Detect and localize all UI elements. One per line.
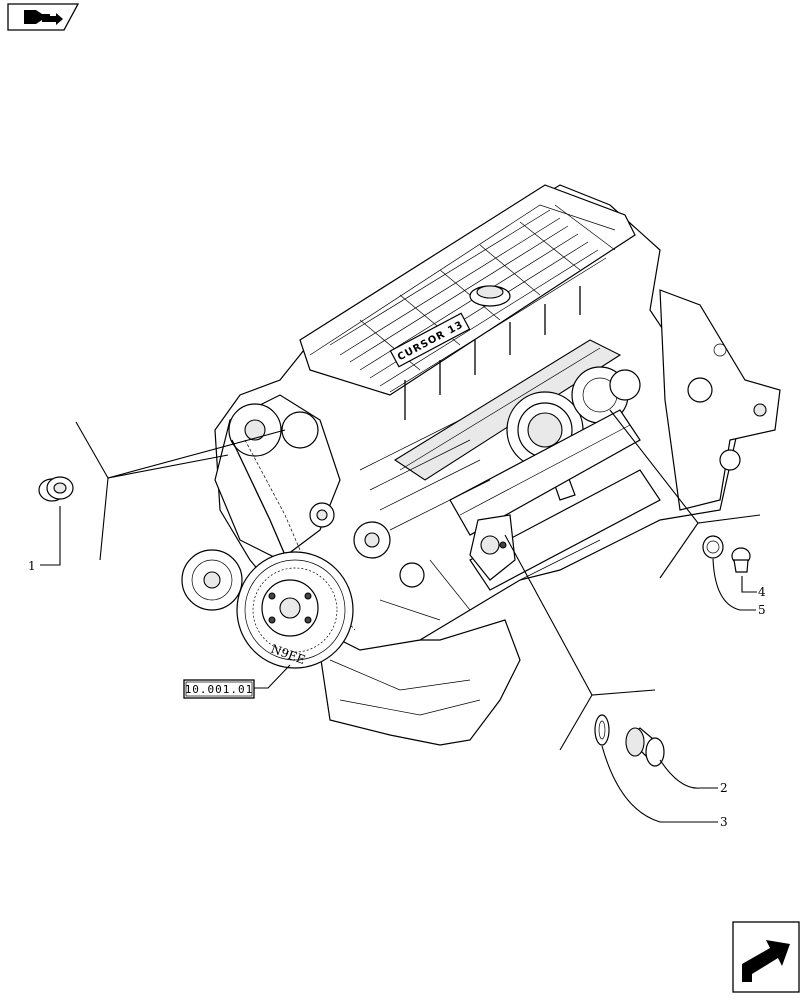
callout-5[interactable]: 5 — [758, 603, 766, 617]
part-3-washer[interactable] — [594, 714, 610, 746]
engine-illustration: CURSOR 13 — [181, 184, 781, 746]
callout-4[interactable]: 4 — [758, 585, 766, 599]
reference-box[interactable]: 10.001.01 — [183, 679, 255, 699]
book-arrow-icon[interactable] — [7, 3, 80, 31]
callout-1[interactable]: 1 — [28, 559, 36, 573]
leader-lines — [40, 409, 761, 823]
reference-code: 10.001.01 — [185, 683, 254, 696]
part-4-plug[interactable] — [731, 547, 751, 573]
part-1-grommet[interactable] — [38, 476, 74, 502]
part-2-plug[interactable] — [625, 727, 665, 767]
callout-3[interactable]: 3 — [720, 815, 728, 829]
next-page-arrow-icon[interactable] — [732, 921, 800, 993]
part-5-washer[interactable] — [702, 535, 724, 559]
callout-2[interactable]: 2 — [720, 781, 728, 795]
